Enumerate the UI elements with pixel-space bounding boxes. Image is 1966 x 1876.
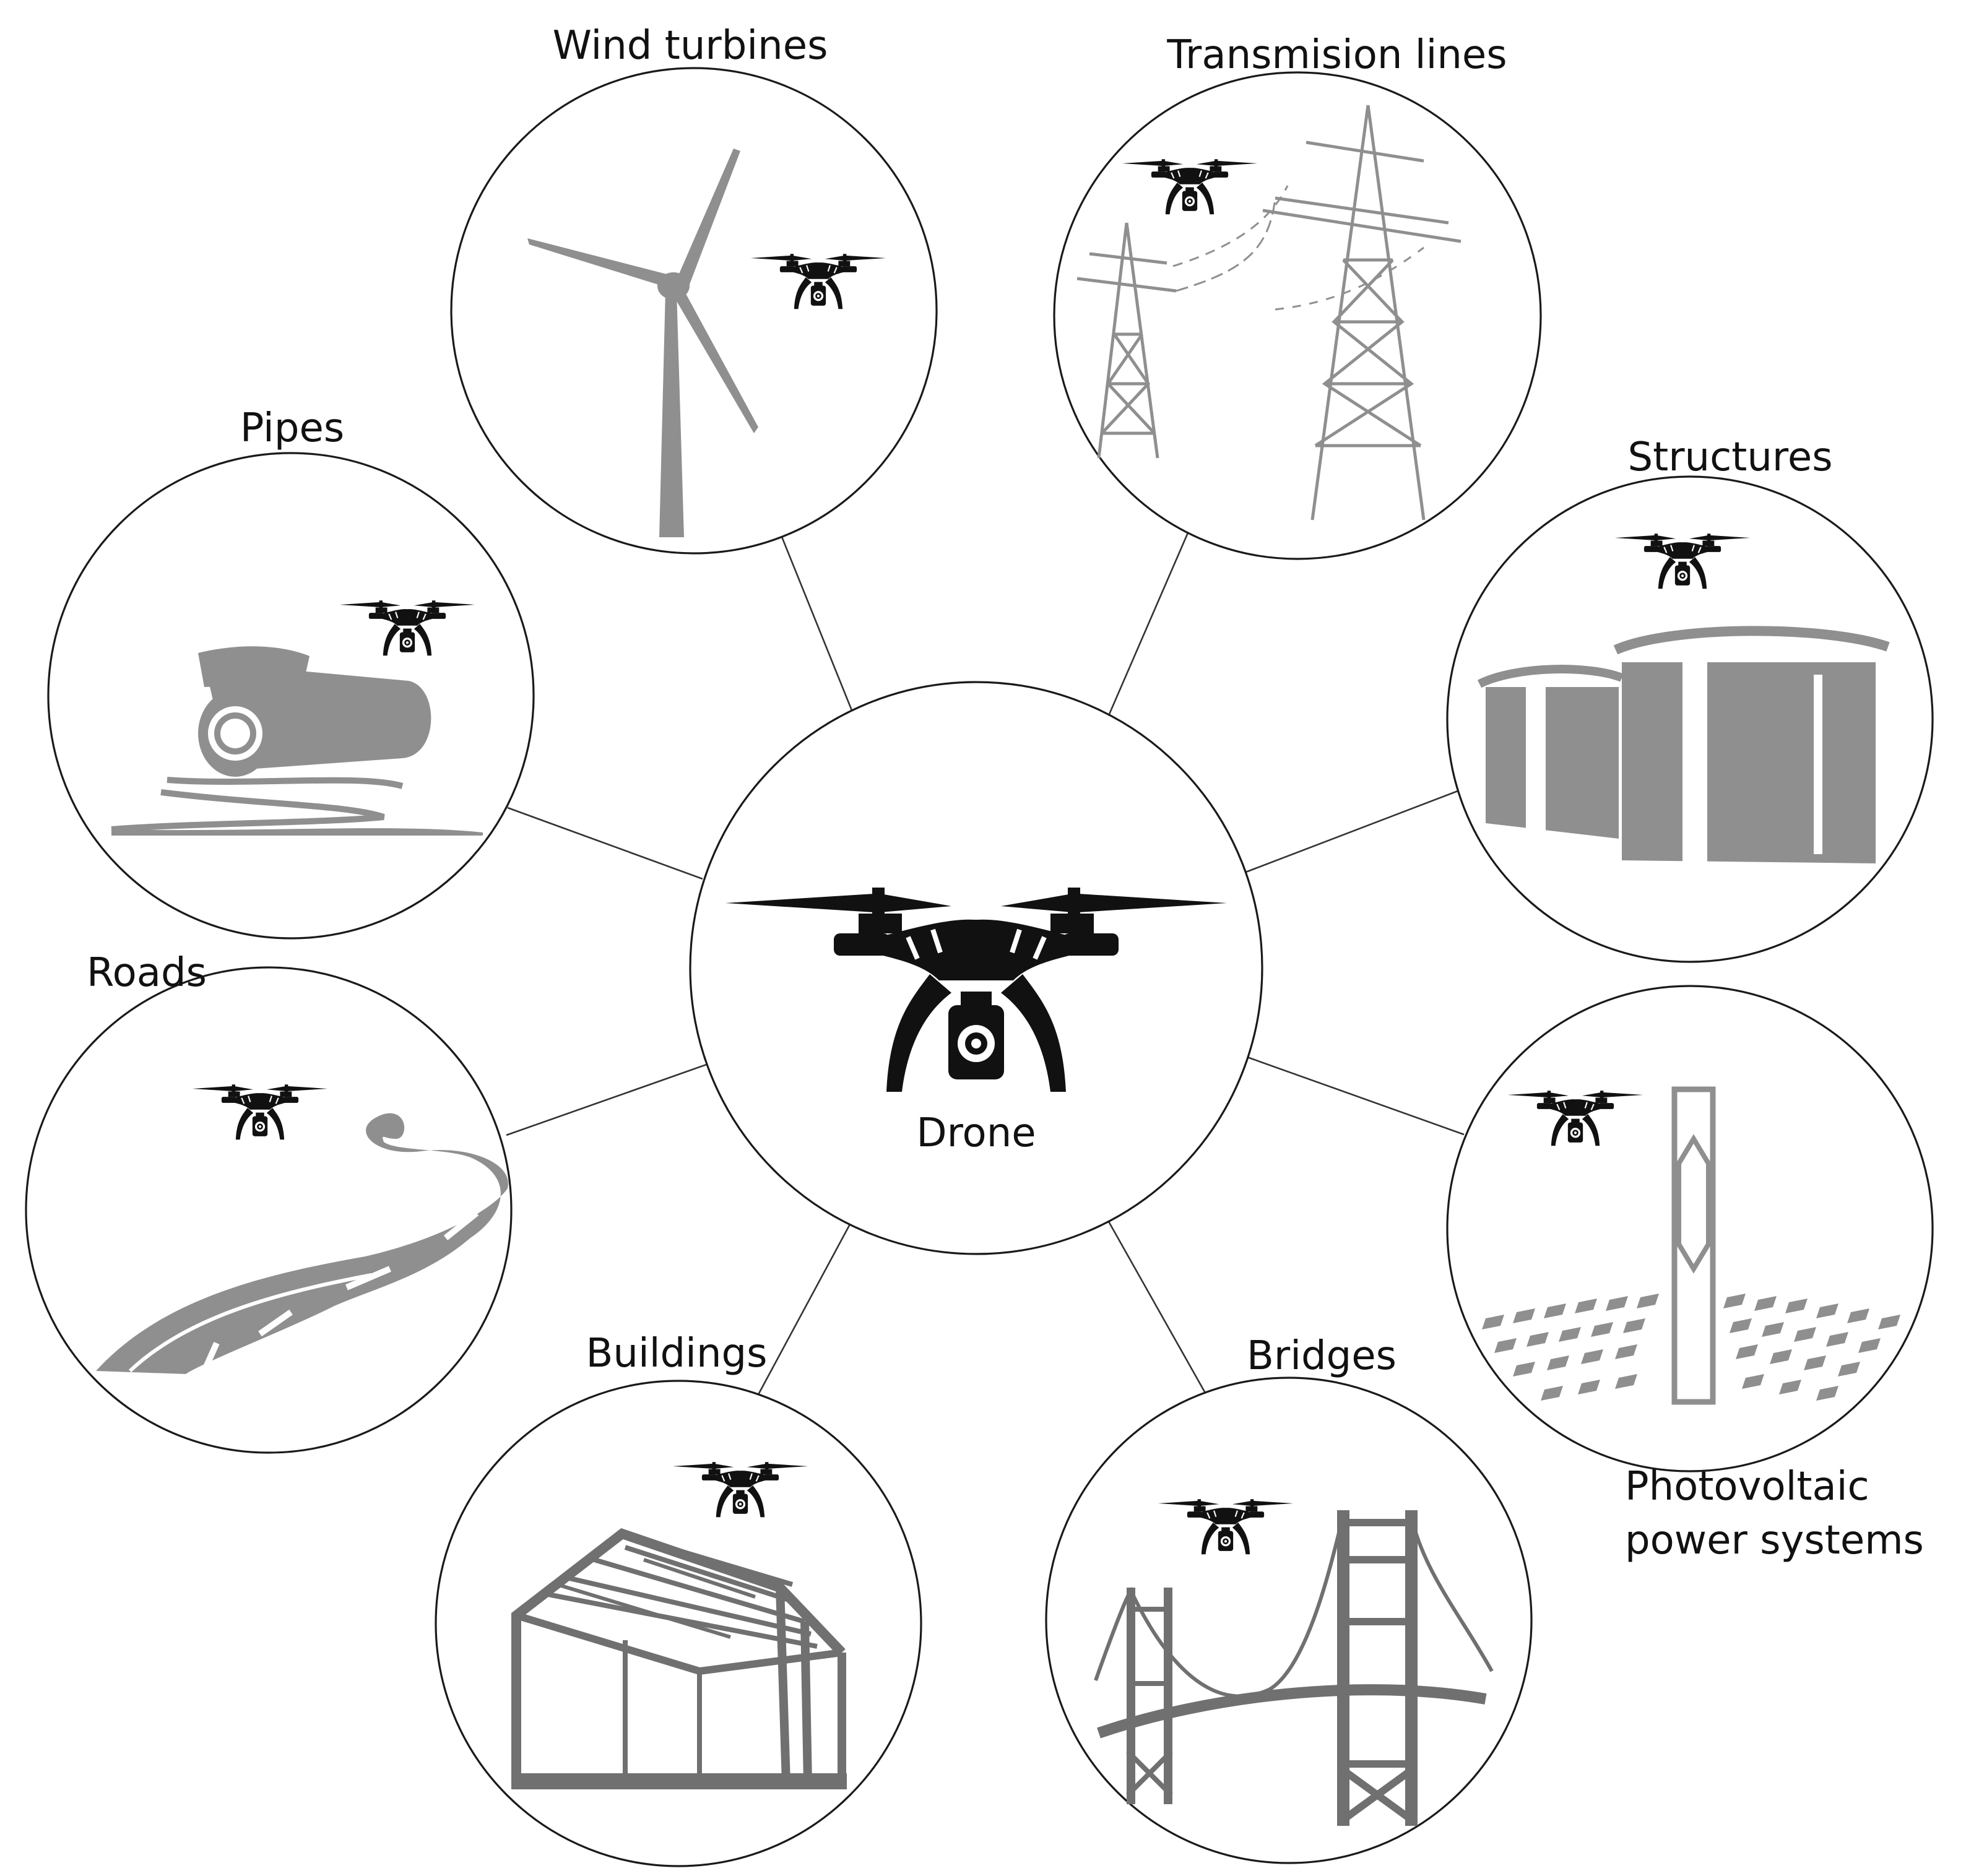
- node-label-line1: Photovoltaic: [1625, 1464, 1869, 1510]
- storage-tank-icon: [1477, 626, 1890, 867]
- link-buildings: [752, 1216, 855, 1404]
- node-roads: Roads: [25, 950, 513, 1454]
- center-label: Drone: [916, 1110, 1036, 1156]
- node-label: Pipes: [240, 405, 344, 451]
- heliostat-field: [1482, 1294, 1900, 1401]
- road-icon: [96, 1113, 508, 1374]
- solar-tower-icon: [1482, 1086, 1900, 1405]
- pipeline-icon: [111, 646, 483, 836]
- transmission-tower-icon: [1076, 105, 1462, 521]
- node-wind-turbines: Wind turbines: [450, 23, 938, 555]
- node-circle: [1446, 985, 1934, 1472]
- node-structures: Structures: [1446, 434, 1934, 963]
- connector-lines: [506, 524, 1465, 1406]
- node-pipes: Pipes: [47, 405, 535, 940]
- node-transmission-lines: Transmision lines: [1053, 32, 1542, 560]
- link-wind-turbines: [777, 529, 857, 722]
- node-label: Structures: [1627, 434, 1832, 480]
- suspension-bridge-icon: [1094, 1510, 1494, 1826]
- node-photovoltaic: Photovoltaic power systems: [1446, 985, 1934, 1563]
- node-bridges: Bridges: [1045, 1333, 1533, 1864]
- link-transmission-lines: [1104, 524, 1193, 725]
- link-roads: [506, 1062, 711, 1136]
- node-circle: [25, 966, 513, 1454]
- center-node: Drone: [689, 681, 1263, 1255]
- node-label: Roads: [87, 950, 207, 996]
- node-buildings: Buildings: [435, 1331, 922, 1867]
- node-label: Transmision lines: [1166, 32, 1507, 78]
- link-pipes: [507, 806, 703, 880]
- building-frame-icon: [511, 1528, 847, 1789]
- wind-turbine-icon: [527, 149, 758, 537]
- link-structures: [1244, 790, 1458, 874]
- node-label: Bridges: [1247, 1333, 1397, 1379]
- node-circle: [435, 1380, 922, 1867]
- node-circle: [1053, 71, 1542, 560]
- node-label: Buildings: [586, 1331, 768, 1377]
- node-label: Wind turbines: [553, 23, 828, 69]
- link-bridges: [1104, 1214, 1213, 1406]
- node-label-line2: power systems: [1625, 1518, 1924, 1563]
- link-photovoltaic: [1247, 1056, 1465, 1136]
